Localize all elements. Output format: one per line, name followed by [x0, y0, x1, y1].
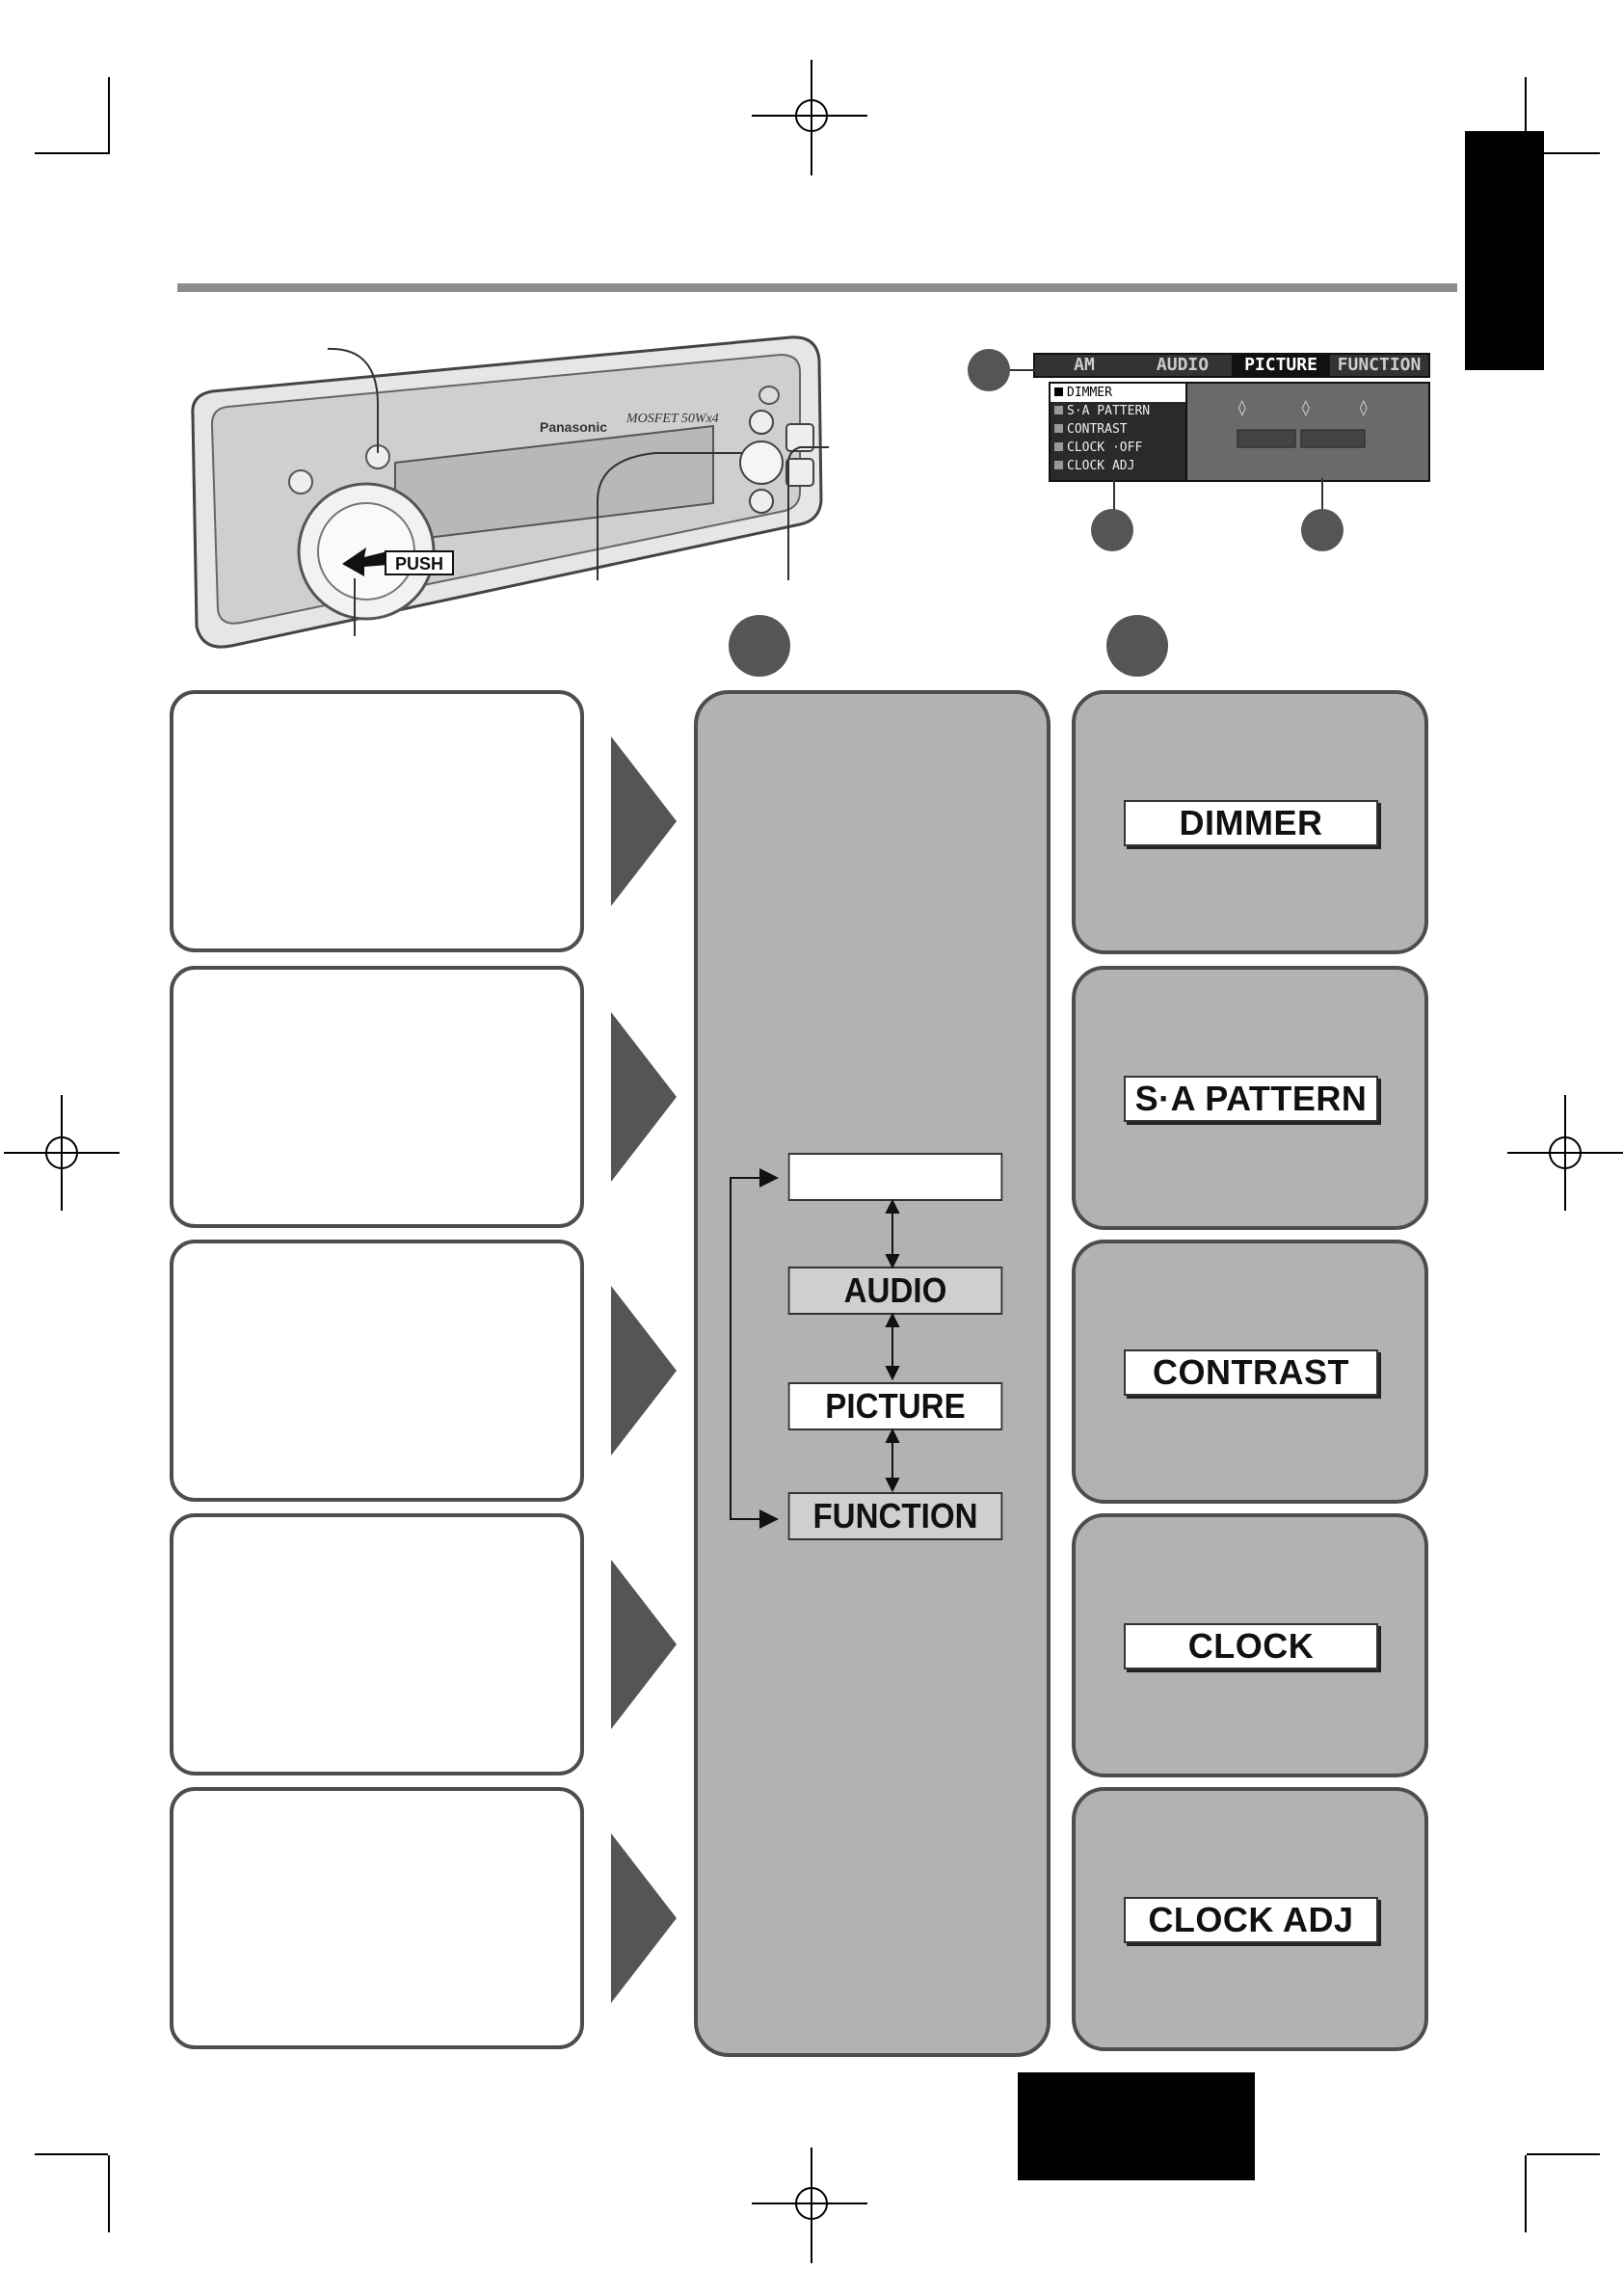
crop-mark: [108, 77, 110, 154]
callout-lcd-tab: [968, 349, 1010, 391]
lcd-tab-picture: PICTURE: [1232, 355, 1330, 376]
step-box-2: [170, 966, 584, 1228]
svg-text:◊: ◊: [1237, 398, 1247, 416]
mode-label-picture: PICTURE: [787, 1382, 1003, 1430]
crop-mark: [108, 2155, 110, 2232]
crop-mark: [1525, 77, 1527, 154]
menu-box-clock: CLOCK: [1072, 1513, 1428, 1777]
callout-menu-column: [1106, 615, 1168, 677]
brand-label: Panasonic: [540, 419, 607, 435]
lcd-item-clock-off: CLOCK ·OFF: [1051, 439, 1185, 457]
menu-box-dimmer: DIMMER: [1072, 690, 1428, 954]
lcd-item-contrast: CONTRAST: [1051, 420, 1185, 439]
crop-mark: [1525, 2155, 1527, 2232]
registration-mark: [1507, 1095, 1623, 1211]
head-unit-illustration: PUSH Panasonic MOSFET 50Wx4: [191, 335, 823, 649]
menu-label-sa-pattern: S·A PATTERN: [1124, 1076, 1378, 1122]
callout-lcd-setting: [1301, 509, 1344, 551]
arrow-right-icon: [611, 1012, 677, 1182]
header-rule: [177, 283, 1457, 292]
crop-mark: [35, 2153, 108, 2155]
mode-label-function: FUNCTION: [787, 1492, 1003, 1540]
callout-mode-column: [729, 615, 790, 677]
registration-mark: [752, 60, 867, 175]
push-label: PUSH: [395, 554, 443, 574]
language-side-tab: [1465, 131, 1544, 370]
power-label: MOSFET 50Wx4: [625, 412, 719, 426]
page-number-block: [1018, 2072, 1255, 2180]
arrow-right-icon: [611, 736, 677, 906]
mode-label-blank: [787, 1153, 1003, 1201]
crop-mark: [35, 152, 108, 154]
menu-label-clock-adj: CLOCK ADJ: [1124, 1897, 1378, 1943]
mode-label-audio: AUDIO: [787, 1267, 1003, 1315]
lcd-menu-list: DIMMER S·A PATTERN CONTRAST CLOCK ·OFF C…: [1049, 382, 1187, 482]
lcd-tab-am: AM: [1074, 355, 1095, 375]
menu-box-sa-pattern: S·A PATTERN: [1072, 966, 1428, 1230]
step-box-4: [170, 1513, 584, 1775]
arrow-right-icon: [611, 1560, 677, 1729]
crop-mark: [1527, 152, 1600, 154]
svg-text:◊: ◊: [1359, 398, 1369, 416]
menu-label-clock: CLOCK: [1124, 1623, 1378, 1669]
lcd-tab-function: FUNCTION: [1337, 355, 1422, 375]
step-box-1: [170, 690, 584, 952]
lcd-setting-panel: ◊ ◊ ◊: [1185, 382, 1430, 482]
mode-selection-panel: [694, 690, 1051, 2057]
arrow-right-icon: [611, 1833, 677, 2003]
lcd-tab-audio: AUDIO: [1156, 355, 1210, 375]
mode-cycle-arrows: [730, 1168, 900, 1529]
callout-lcd-list: [1091, 509, 1133, 551]
menu-box-clock-adj: CLOCK ADJ: [1072, 1787, 1428, 2051]
lcd-item-dimmer: DIMMER: [1051, 384, 1185, 402]
svg-text:◊: ◊: [1301, 398, 1311, 416]
lcd-screen: AM AUDIO PICTURE FUNCTION DIMMER S·A PAT…: [1031, 353, 1430, 482]
menu-label-contrast: CONTRAST: [1124, 1349, 1378, 1396]
arrow-right-icon: [611, 1286, 677, 1455]
registration-mark: [4, 1095, 120, 1211]
lcd-item-sa-pattern: S·A PATTERN: [1051, 402, 1185, 420]
step-box-3: [170, 1240, 584, 1502]
menu-box-contrast: CONTRAST: [1072, 1240, 1428, 1504]
lcd-item-clock-adj: CLOCK ADJ: [1051, 457, 1185, 475]
lcd-tab-bar: AM AUDIO PICTURE FUNCTION: [1033, 353, 1430, 378]
registration-mark: [752, 2148, 867, 2263]
callout-leaders: [327, 347, 829, 636]
step-box-5: [170, 1787, 584, 2049]
crop-mark: [1527, 2153, 1600, 2155]
menu-label-dimmer: DIMMER: [1124, 800, 1378, 846]
